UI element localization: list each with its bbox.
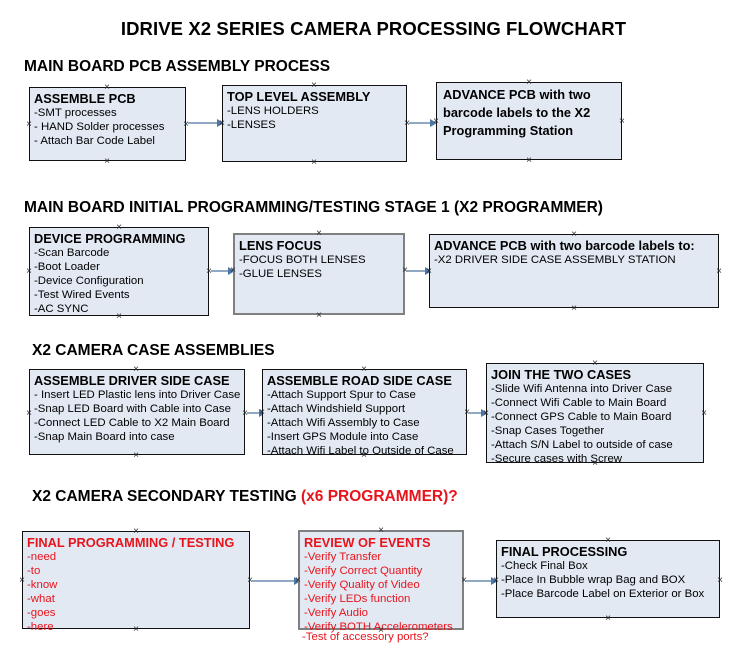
- node-title: FINAL PROCESSING: [501, 544, 628, 559]
- node-title: ASSEMBLE ROAD SIDE CASE: [267, 373, 452, 388]
- node-device-programming[interactable]: DEVICE PROGRAMMING -Scan Barcode -Boot L…: [29, 227, 209, 316]
- node-line: -Verify Correct Quantity: [304, 565, 423, 577]
- node-line: -FOCUS BOTH LENSES: [239, 254, 366, 266]
- connector-arrow: [188, 122, 219, 124]
- node-title: TOP LEVEL ASSEMBLY: [227, 89, 371, 104]
- connector-arrow: [252, 580, 296, 582]
- node-line: -Attach Wifi Label to Outside of Case: [267, 445, 454, 457]
- node-assemble-pcb[interactable]: ASSEMBLE PCB -SMT processes - HAND Solde…: [29, 87, 186, 161]
- node-final-processing[interactable]: FINAL PROCESSING -Check Final Box -Place…: [496, 540, 720, 618]
- connector-arrow: [247, 412, 261, 414]
- node-line: -LENS HOLDERS: [227, 105, 319, 117]
- node-line: -goes: [27, 607, 56, 619]
- arrow-head-icon: [217, 118, 224, 127]
- connector-arrow: [466, 580, 493, 582]
- node-line: -Verify BOTH Accelerometers: [304, 621, 453, 633]
- node-line: -need: [27, 551, 57, 563]
- node-line: -Connect LED Cable to X2 Main Board: [34, 417, 230, 429]
- node-line: -Boot Loader: [34, 261, 100, 273]
- section-heading-3-text: X2 CAMERA CASE ASSEMBLIES: [32, 342, 275, 359]
- node-line: -Attach Support Spur to Case: [267, 389, 416, 401]
- node-line: - HAND Solder processes: [34, 121, 165, 133]
- node-line: -LENSES: [227, 119, 276, 131]
- section-heading-4-text: X2 CAMERA SECONDARY TESTING: [32, 488, 301, 505]
- node-line: -AC SYNC: [34, 303, 89, 315]
- node-line: -to: [27, 565, 41, 577]
- node-line: -Snap LED Board with Cable into Case: [34, 403, 231, 415]
- section-heading-4-red-text: (x6 PROGRAMMER)?: [301, 488, 458, 505]
- node-line: -Attach Wifi Assembly to Case: [267, 417, 420, 429]
- node-line: -Insert GPS Module into Case: [267, 431, 419, 443]
- arrow-head-icon: [228, 266, 235, 275]
- node-overflow-line: -Test of accessory ports?: [302, 631, 429, 643]
- node-line: -what: [27, 593, 55, 605]
- node-line: -SMT processes: [34, 107, 117, 119]
- node-line: -Connect Wifi Cable to Main Board: [491, 397, 667, 409]
- arrow-head-icon: [481, 408, 488, 417]
- node-line: -Secure cases with Screw: [491, 453, 623, 465]
- node-line: -Place Barcode Label on Exterior or Box: [501, 588, 705, 600]
- node-line: -Scan Barcode: [34, 247, 110, 259]
- node-line: -Verify LEDs function: [304, 593, 411, 605]
- node-title: DEVICE PROGRAMMING: [34, 231, 186, 246]
- node-line: -Verify Quality of Video: [304, 579, 420, 591]
- node-line: -Check Final Box: [501, 560, 588, 572]
- section-heading-2: MAIN BOARD INITIAL PROGRAMMING/TESTING S…: [24, 199, 603, 217]
- section-heading-1-text: MAIN BOARD PCB ASSEMBLY PROCESS: [24, 58, 331, 75]
- node-line: -Verify Audio: [304, 607, 368, 619]
- node-title: ASSEMBLE DRIVER SIDE CASE: [34, 373, 230, 388]
- node-line: -know: [27, 579, 58, 591]
- node-line: -Attach S/N Label to outside of case: [491, 439, 673, 451]
- node-line: -Test Wired Events: [34, 289, 130, 301]
- node-lens-focus[interactable]: LENS FOCUS -FOCUS BOTH LENSES -GLUE LENS…: [233, 233, 405, 315]
- connector-arrow: [409, 122, 432, 124]
- node-line: -Snap Main Board into case: [34, 431, 175, 443]
- section-heading-4: X2 CAMERA SECONDARY TESTING (x6 PROGRAMM…: [32, 488, 458, 506]
- arrow-head-icon: [425, 266, 432, 275]
- connector-arrow: [469, 412, 483, 414]
- arrow-head-icon: [294, 576, 301, 585]
- node-line: -Place In Bubble wrap Bag and BOX: [501, 574, 686, 586]
- node-line: -X2 DRIVER SIDE CASE ASSEMBLY STATION: [434, 254, 676, 266]
- node-line: -Verify Transfer: [304, 551, 382, 563]
- node-title: LENS FOCUS: [239, 238, 322, 253]
- node-join-the-two-cases[interactable]: JOIN THE TWO CASES -Slide Wifi Antenna i…: [486, 363, 704, 465]
- node-line: -Attach Windshield Support: [267, 403, 406, 415]
- node-line: -Connect GPS Cable to Main Board: [491, 411, 672, 423]
- arrow-head-icon: [430, 118, 437, 127]
- node-advance-pcb-driver-side[interactable]: ADVANCE PCB with two barcode labels to: …: [429, 234, 719, 308]
- node-review-of-events[interactable]: REVIEW OF EVENTS -Verify Transfer -Verif…: [298, 530, 464, 633]
- node-top-level-assembly[interactable]: TOP LEVEL ASSEMBLY -LENS HOLDERS -LENSES: [222, 85, 407, 162]
- node-line: -Snap Cases Together: [491, 425, 605, 437]
- connector-arrow: [211, 270, 230, 272]
- node-title: JOIN THE TWO CASES: [491, 367, 632, 382]
- node-title: REVIEW OF EVENTS: [304, 535, 431, 550]
- node-title: ASSEMBLE PCB: [34, 91, 136, 106]
- node-title: ADVANCE PCB with two barcode labels to:: [434, 238, 695, 253]
- node-line: - Attach Bar Code Label: [34, 135, 155, 147]
- node-title: FINAL PROGRAMMING / TESTING: [27, 535, 235, 550]
- node-line: -Device Configuration: [34, 275, 144, 287]
- section-heading-1: MAIN BOARD PCB ASSEMBLY PROCESS: [24, 58, 330, 76]
- node-line: -GLUE LENSES: [239, 268, 322, 280]
- node-advance-pcb-programming-station[interactable]: ADVANCE PCB with two barcode labels to t…: [436, 82, 622, 160]
- node-line: - Insert LED Plastic lens into Driver Ca…: [34, 389, 241, 401]
- node-line: -here: [27, 621, 54, 633]
- node-line: -Slide Wifi Antenna into Driver Case: [491, 383, 673, 395]
- connector-arrow: [407, 270, 427, 272]
- node-title: ADVANCE PCB with two barcode labels to t…: [443, 87, 591, 138]
- node-assemble-driver-side-case[interactable]: ASSEMBLE DRIVER SIDE CASE - Insert LED P…: [29, 369, 245, 455]
- section-heading-3: X2 CAMERA CASE ASSEMBLIES: [32, 342, 275, 360]
- node-final-programming-testing[interactable]: FINAL PROGRAMMING / TESTING -need -to -k…: [22, 531, 250, 633]
- page-title: IDRIVE X2 SERIES CAMERA PROCESSING FLOWC…: [120, 18, 627, 39]
- node-assemble-road-side-case[interactable]: ASSEMBLE ROAD SIDE CASE -Attach Support …: [262, 369, 467, 457]
- arrow-head-icon: [491, 576, 498, 585]
- section-heading-2-text: MAIN BOARD INITIAL PROGRAMMING/TESTING S…: [24, 199, 603, 216]
